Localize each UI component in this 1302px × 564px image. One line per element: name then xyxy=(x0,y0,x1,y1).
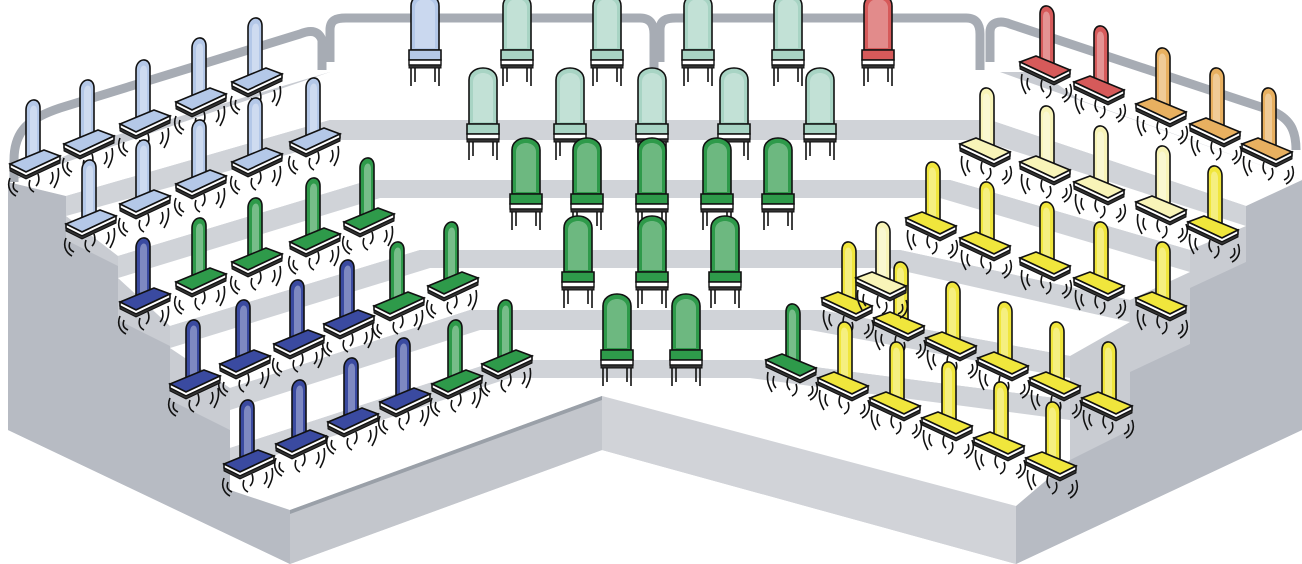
seat-mint xyxy=(500,0,534,86)
seat-mint xyxy=(771,0,805,86)
seat-yellow xyxy=(903,161,959,259)
seat-light-blue xyxy=(229,97,285,195)
seat-light-blue xyxy=(61,79,117,177)
seat-light-blue xyxy=(287,77,343,175)
seat-yellow xyxy=(1071,221,1127,319)
seat-light-blue xyxy=(7,99,63,197)
seat-green xyxy=(570,137,604,230)
seat-yellow xyxy=(919,361,975,459)
seat-green xyxy=(761,137,795,230)
seat-yellow xyxy=(815,321,871,419)
seat-yellow xyxy=(1023,401,1079,499)
seat-pale-yellow xyxy=(1133,145,1189,243)
seat-layer xyxy=(7,0,1295,499)
seat-green xyxy=(425,221,481,319)
seat-yellow xyxy=(1133,241,1189,339)
seat-pale-yellow xyxy=(853,221,909,319)
seat-yellow xyxy=(867,341,923,439)
seat-light-blue xyxy=(117,59,173,157)
seat-light-blue xyxy=(173,119,229,217)
seat-green xyxy=(600,293,634,386)
seat-mint xyxy=(466,67,500,160)
seat-yellow xyxy=(1185,165,1241,263)
seat-yellow xyxy=(1079,341,1135,439)
seat-navy xyxy=(217,299,273,397)
seat-mint xyxy=(590,0,624,86)
seat-navy xyxy=(377,337,433,435)
seat-mint xyxy=(803,67,837,160)
seat-green xyxy=(561,215,595,308)
seat-navy xyxy=(321,259,377,357)
seat-mint xyxy=(717,67,751,160)
seat-yellow xyxy=(819,241,875,339)
seat-mint xyxy=(635,67,669,160)
seat-green xyxy=(669,293,703,386)
seat-green xyxy=(635,137,669,230)
seat-pale-yellow xyxy=(957,87,1013,185)
seat-red xyxy=(1071,25,1127,123)
seat-navy xyxy=(167,319,223,417)
seat-green xyxy=(287,177,343,275)
seat-green xyxy=(229,197,285,295)
seat-yellow xyxy=(975,301,1031,399)
seat-green xyxy=(635,215,669,308)
seat-green xyxy=(763,303,819,401)
seat-green xyxy=(173,217,229,315)
seat-green xyxy=(700,137,734,230)
seat-green xyxy=(429,319,485,417)
seat-yellow xyxy=(1027,321,1083,419)
seat-light-blue xyxy=(408,0,442,86)
seat-light-blue xyxy=(63,159,119,257)
seat-light-blue xyxy=(117,139,173,237)
seat-green xyxy=(371,241,427,339)
seat-green xyxy=(341,157,397,255)
seat-red xyxy=(1017,5,1073,103)
seat-orange xyxy=(1133,47,1189,145)
seat-green xyxy=(479,299,535,397)
seat-red xyxy=(861,0,895,86)
seat-green xyxy=(708,215,742,308)
seat-yellow xyxy=(957,181,1013,279)
seat-orange xyxy=(1187,67,1243,165)
seat-mint xyxy=(681,0,715,86)
seat-orange xyxy=(1239,87,1295,185)
seat-navy xyxy=(221,399,277,497)
seat-pale-yellow xyxy=(1071,125,1127,223)
seat-pale-yellow xyxy=(1017,105,1073,203)
seat-mint xyxy=(553,67,587,160)
seat-navy xyxy=(273,379,329,477)
seat-yellow xyxy=(971,381,1027,479)
seat-green xyxy=(509,137,543,230)
seat-navy xyxy=(271,279,327,377)
seat-yellow xyxy=(1017,201,1073,299)
seat-navy xyxy=(325,357,381,455)
seat-navy xyxy=(117,237,173,335)
